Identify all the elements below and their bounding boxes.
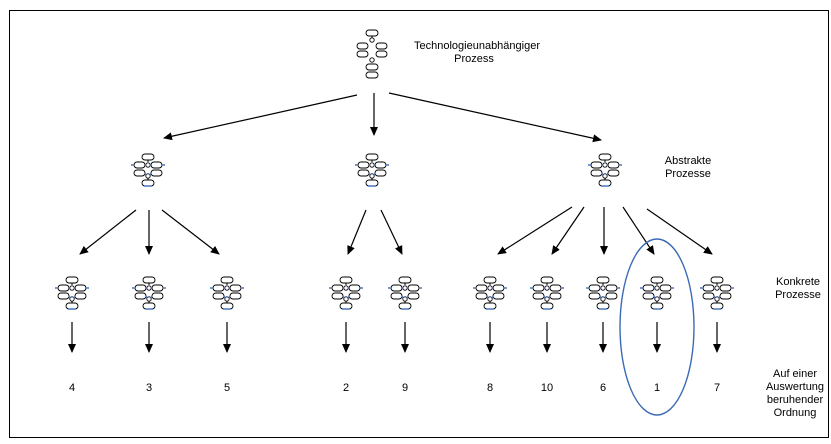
- rank-value: 7: [713, 382, 721, 394]
- ordering-label: Auf einer Auswertung beruhender Ordnung: [763, 368, 827, 420]
- rank-value: 5: [223, 382, 231, 394]
- abstract-process-icon-2: [354, 153, 390, 187]
- concrete-process-icon-3: [209, 276, 245, 310]
- root-process-icon: [356, 29, 388, 79]
- diagram-frame: [9, 10, 829, 438]
- root-label-line1: Technologieunabhängiger: [414, 40, 540, 52]
- edge-a2-c5: [380, 209, 403, 255]
- edge-root-abstract-1: [163, 94, 358, 141]
- abstract-label: Abstrakte Prozesse: [658, 155, 718, 181]
- abstract-label-line2: Prozesse: [665, 168, 711, 180]
- concrete-label: Konkrete Prozesse: [768, 276, 828, 302]
- rank-value: 6: [599, 382, 607, 394]
- edge-a3-c10: [646, 208, 713, 255]
- edge-a3-c9: [622, 206, 655, 255]
- abstract-label-line1: Abstrakte: [664, 155, 712, 167]
- ordering-label-line2: Auswertung: [765, 381, 825, 393]
- edge-a2-c4: [347, 209, 367, 255]
- root-label: Technologieunabhängiger Prozess: [414, 40, 540, 66]
- concrete-label-line2: Prozesse: [775, 289, 821, 301]
- concrete-process-icon-9: [639, 276, 675, 310]
- edge-a1-c3: [161, 209, 220, 255]
- concrete-process-icon-8: [585, 276, 621, 310]
- rank-value: 1: [653, 382, 661, 394]
- abstract-process-icon-3: [587, 153, 623, 187]
- rank-value: 9: [401, 382, 409, 394]
- highlight-ellipse: [619, 238, 695, 416]
- edge-a1-c1: [79, 209, 137, 255]
- concrete-process-icon-2: [131, 276, 167, 310]
- concrete-process-icon-5: [387, 276, 423, 310]
- root-label-line2: Prozess: [454, 53, 494, 65]
- rank-value: 4: [68, 382, 76, 394]
- ordering-label-line4: Ordnung: [773, 407, 817, 419]
- concrete-process-icon-4: [328, 276, 364, 310]
- concrete-process-icon-7: [529, 276, 565, 310]
- ordering-label-line1: Auf einer: [772, 368, 818, 380]
- rank-value: 3: [145, 382, 153, 394]
- edge-a3-c6: [497, 206, 573, 255]
- concrete-process-icon-1: [54, 276, 90, 310]
- concrete-label-line1: Konkrete: [775, 276, 821, 288]
- edge-a3-c7: [551, 206, 585, 255]
- rank-value: 8: [486, 382, 494, 394]
- rank-value: 10: [540, 382, 554, 394]
- abstract-process-icon-1: [130, 153, 166, 187]
- rank-value: 2: [342, 382, 350, 394]
- edge-root-abstract-3: [388, 92, 602, 143]
- concrete-process-icon-10: [699, 276, 735, 310]
- concrete-process-icon-6: [472, 276, 508, 310]
- ordering-label-line3: beruhender: [766, 394, 824, 406]
